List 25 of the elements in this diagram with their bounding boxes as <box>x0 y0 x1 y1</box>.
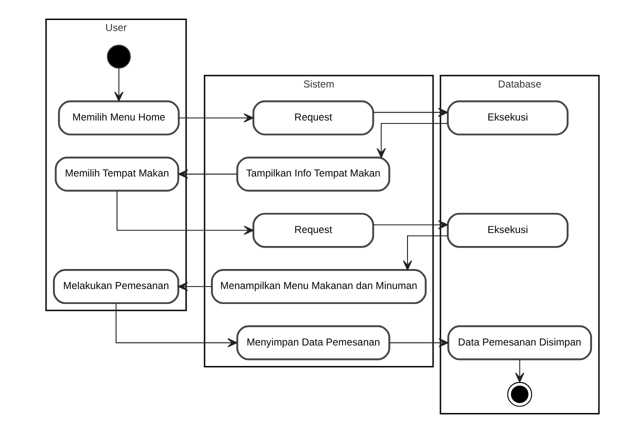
arrow <box>114 68 123 102</box>
node-box: Menampilkan Menu Makanan dan Minuman <box>210 269 426 304</box>
arrow <box>116 190 254 235</box>
node-circle <box>106 44 130 69</box>
node-box: Request <box>252 212 374 248</box>
arrow <box>388 338 448 348</box>
node-box: Melakukan Pemesanan <box>52 269 179 304</box>
arrow <box>115 302 237 348</box>
arrow <box>514 358 524 383</box>
node-bullseye <box>506 382 532 407</box>
node-box: Request <box>252 100 374 136</box>
node-box: Memilih Menu Home <box>58 100 180 136</box>
node-box: Eksekusi <box>446 100 568 136</box>
node-box: Menyimpan Data Pemesanan <box>236 325 390 360</box>
arrow <box>178 170 238 179</box>
arrow <box>178 113 254 122</box>
arrow <box>376 122 448 158</box>
node-box: Memilih Tempat Makan <box>54 156 179 192</box>
node-box: Eksekusi <box>446 212 568 248</box>
node-box: Data Pemesanan Disimpan <box>446 325 592 360</box>
arrow <box>372 108 448 117</box>
arrow <box>177 282 212 292</box>
node-box: Tampilkan Info Tempat Makan <box>236 156 390 192</box>
arrow <box>402 235 448 270</box>
arrow <box>372 220 448 230</box>
